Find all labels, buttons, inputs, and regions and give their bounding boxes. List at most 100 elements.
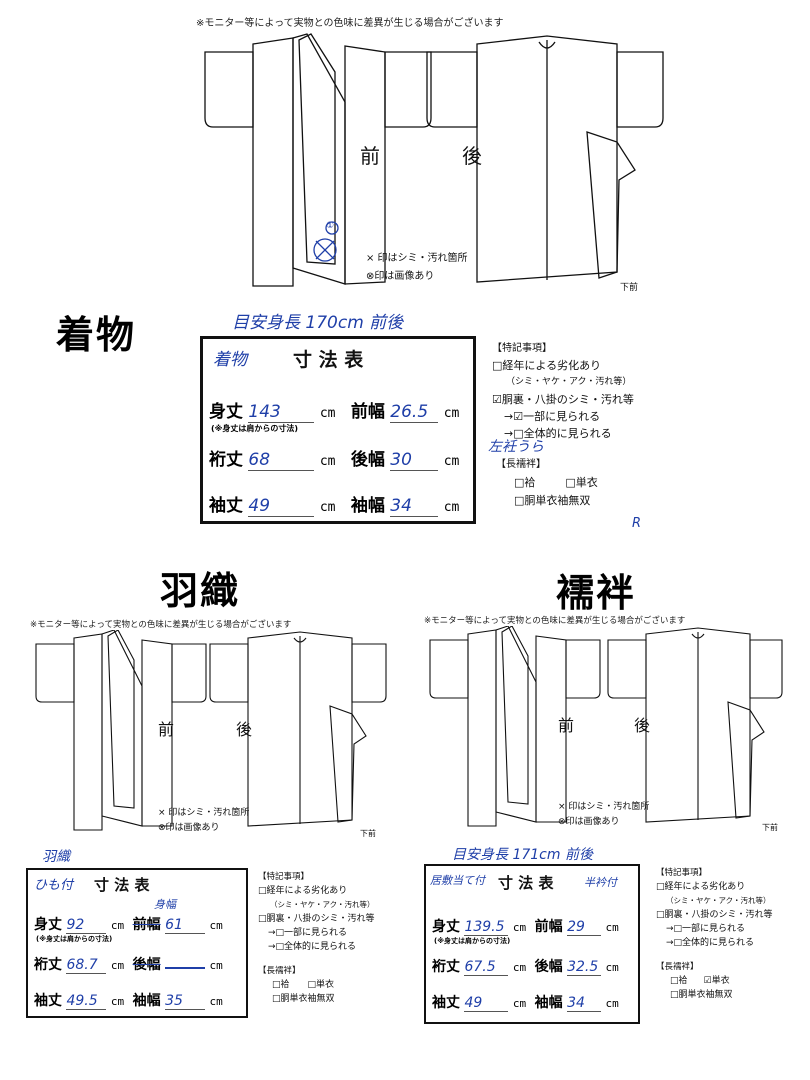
label-yukitake: 裄丈 xyxy=(209,450,243,470)
haori-diagram xyxy=(30,630,390,840)
value-yukitake: 68 xyxy=(248,450,315,471)
option-awase: □袷 xyxy=(670,976,688,986)
haori-lower-front-label: 下前 xyxy=(360,829,376,838)
kimono-table-prefix: 着物 xyxy=(213,350,247,370)
notes-item: □胴裏・八掛のシミ・汚れ等 xyxy=(258,914,375,924)
haori-table-prefix: ひも付 xyxy=(34,878,74,893)
kimono-row-2: 裄丈 68 cm 後幅 30 cm xyxy=(209,445,459,471)
haori-row-1: 身丈 92 cm 前幅 61 cm xyxy=(34,914,223,934)
juban-front-label: 前 xyxy=(558,716,575,735)
notes-item: →□全体的に見られる xyxy=(666,938,755,948)
juban-row-2: 裄丈 67.5 cm 後幅 32.5 cm xyxy=(432,956,619,976)
legend-stain: × 印はシミ・汚れ箇所 xyxy=(366,253,468,264)
label-ushirohaba: 後幅 xyxy=(350,450,385,470)
legend-stain: × 印はシミ・汚れ箇所 xyxy=(158,808,250,818)
label-yukitake: 裄丈 xyxy=(34,957,62,973)
unit: cm xyxy=(605,961,619,974)
value-mitake: 143 xyxy=(248,402,315,423)
value-sodehaba: 34 xyxy=(567,995,602,1012)
unit: cm xyxy=(110,995,125,1008)
haori-row-3: 袖丈 49.5 cm 袖幅 35 cm xyxy=(34,990,223,1010)
kimono-diagram xyxy=(195,32,665,294)
value-sodetake: 49 xyxy=(464,995,509,1012)
notes-item: →☑一部に見られる xyxy=(504,410,601,423)
juban-table-prefix: 居敷当て付 xyxy=(430,874,485,887)
haori-size-table: ひも付 寸 法 表 身幅 身丈 92 cm 前幅 61 cm (※身丈は肩からの… xyxy=(26,868,248,1018)
kimono-section-title: 着物 xyxy=(56,312,137,357)
option-dohitoe: □胴単衣袖無双 xyxy=(670,990,733,1000)
legend-image: ⊗印は画像あり xyxy=(558,817,620,827)
unit: cm xyxy=(110,919,125,932)
value-yukitake: 68.7 xyxy=(66,957,107,974)
haori-handwritten-title: 羽織 xyxy=(42,849,70,865)
kimono-notes-handwritten: 左衽うら xyxy=(488,439,544,455)
haori-back-label: 後 xyxy=(236,720,253,739)
unit: cm xyxy=(512,921,527,934)
label-sodehaba: 袖幅 xyxy=(350,496,385,516)
kimono-table-title: 寸 法 表 xyxy=(293,349,364,371)
notes-item: □経年による劣化あり xyxy=(656,882,746,892)
juban-legend: × 印はシミ・汚れ箇所 ⊗印は画像あり xyxy=(558,800,649,830)
nagajuban-heading: 【長襦袢】 xyxy=(496,459,546,470)
kimono-notes: 【特記事項】 □経年による劣化あり （シミ・ヤケ・アク・汚れ等） ☑胴裏・八掛の… xyxy=(492,340,634,442)
kimono-mark-r: R xyxy=(632,516,642,531)
label-ushirohaba: 後幅 xyxy=(534,959,563,975)
kimono-front-drawing xyxy=(204,33,432,287)
value-sodehaba: 34 xyxy=(390,496,439,517)
unit: cm xyxy=(319,500,336,515)
juban-size-table: 居敷当て付 寸 法 表 半衿付 身丈 139.5 cm 前幅 29 cm (※身… xyxy=(424,864,640,1024)
color-notice-juban: ※モニター等によって実物との色味に差異が生じる場合がございます xyxy=(424,616,686,626)
label-mitake: 身丈 xyxy=(209,402,243,422)
haori-table-title: 寸 法 表 xyxy=(94,876,150,894)
kimono-legend: × 印はシミ・汚れ箇所 ⊗印は画像あり xyxy=(366,250,468,286)
unit: cm xyxy=(512,997,527,1010)
value-ushirohaba xyxy=(165,967,206,969)
label-sodetake: 袖丈 xyxy=(209,496,243,516)
juban-table-note: (※身丈は肩からの寸法) xyxy=(434,937,511,945)
notes-item: →□全体的に見られる xyxy=(504,427,612,440)
haori-back-drawing xyxy=(209,631,387,827)
juban-section-title: 襦袢 xyxy=(556,570,637,615)
label-sodetake: 袖丈 xyxy=(34,993,62,1009)
notes-item: □経年による劣化あり xyxy=(492,359,602,372)
option-hitoe: ☑単衣 xyxy=(703,976,730,986)
kimono-back-drawing xyxy=(426,35,664,283)
unit: cm xyxy=(605,997,619,1010)
label-sodehaba: 袖幅 xyxy=(132,993,161,1009)
option-hitoe: □単衣 xyxy=(307,980,335,990)
value-maehaba: 29 xyxy=(567,919,602,936)
juban-handwritten-height: 目安身長 171cm 前後 xyxy=(452,847,593,863)
label-yukitake: 裄丈 xyxy=(432,959,460,975)
nagajuban-heading: 【長襦袢】 xyxy=(656,962,699,972)
unit: cm xyxy=(209,995,223,1008)
juban-diagram xyxy=(424,626,784,836)
value-yukitake: 67.5 xyxy=(464,959,509,976)
notes-item: □経年による劣化あり xyxy=(258,886,348,896)
unit: cm xyxy=(605,921,619,934)
value-sodetake: 49.5 xyxy=(66,993,107,1010)
kimono-lower-front-label: 下前 xyxy=(620,283,639,293)
juban-row-3: 袖丈 49 cm 袖幅 34 cm xyxy=(432,992,619,1012)
legend-stain: × 印はシミ・汚れ箇所 xyxy=(558,802,650,812)
unit: cm xyxy=(110,959,125,972)
unit: cm xyxy=(512,961,527,974)
juban-row-1: 身丈 139.5 cm 前幅 29 cm xyxy=(432,916,619,936)
label-mitake: 身丈 xyxy=(432,919,460,935)
legend-image: ⊗印は画像あり xyxy=(158,823,220,833)
juban-notes: 【特記事項】 □経年による劣化あり （シミ・ヤケ・アク・汚れ等） □胴裏・八掛の… xyxy=(656,866,773,1002)
haori-legend: × 印はシミ・汚れ箇所 ⊗印は画像あり xyxy=(158,806,249,836)
notes-heading: 【特記事項】 xyxy=(656,868,708,878)
option-hitoe: □単衣 xyxy=(565,476,598,489)
label-maehaba: 前幅 xyxy=(132,917,161,933)
nagajuban-heading: 【長襦袢】 xyxy=(258,966,301,976)
juban-back-label: 後 xyxy=(634,716,651,735)
unit: cm xyxy=(443,406,460,421)
value-ushirohaba: 30 xyxy=(390,450,439,471)
notes-heading: 【特記事項】 xyxy=(492,343,552,354)
notes-item: →□一部に見られる xyxy=(666,924,746,934)
notes-item: （シミ・ヤケ・アク・汚れ等） xyxy=(666,896,771,905)
notes-item: （シミ・ヤケ・アク・汚れ等） xyxy=(506,377,632,387)
unit: cm xyxy=(209,959,223,972)
kimono-back-label: 後 xyxy=(462,144,482,168)
unit: cm xyxy=(319,454,336,469)
